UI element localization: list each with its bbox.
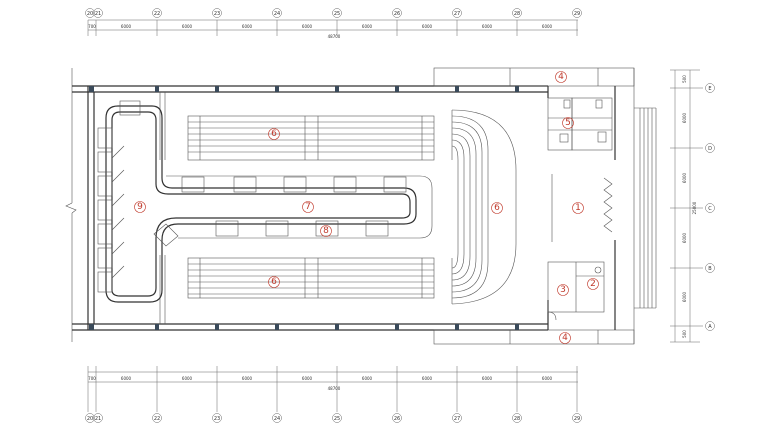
- dim-value: 6000: [121, 24, 132, 29]
- top-axis-circles: 20 21 22 23 24 25 26 27 28 29: [85, 8, 582, 18]
- bottom-dimension-values: 700 6000 6000 6000 6000 6000 6000 6000 6…: [88, 376, 552, 391]
- zone-2-label: 2: [590, 279, 596, 289]
- dim-value: 6000: [302, 24, 313, 29]
- right-axis-label: E: [708, 86, 711, 92]
- dim-value: 6000: [182, 24, 193, 29]
- zone-3-label: 3: [560, 285, 566, 295]
- dim-total: 48700: [328, 386, 341, 391]
- seating-bottom: [187, 257, 435, 299]
- top-axis-label: 21: [95, 11, 101, 17]
- dim-value: 6000: [422, 24, 433, 29]
- top-axis-label: 29: [574, 11, 580, 17]
- dim-value: 6000: [542, 376, 553, 381]
- top-dimension-values: 700 6000 6000 6000 6000 6000 6000 6000 6…: [88, 24, 552, 39]
- zone-7-label: 7: [305, 202, 311, 212]
- dim-value: 6000: [302, 376, 313, 381]
- top-axis-label: 27: [454, 11, 460, 17]
- dim-total: 48700: [328, 34, 341, 39]
- bottom-axis-label: 25: [334, 416, 340, 422]
- seating-curved: [451, 109, 517, 305]
- zone-4-bottom-label: 4: [562, 333, 568, 343]
- dim-value: 6000: [542, 24, 553, 29]
- bottom-axis-label: 22: [154, 416, 160, 422]
- zone-6-top-label: 6: [271, 129, 277, 139]
- dim-value: 6000: [242, 376, 253, 381]
- dim-value: 500: [682, 330, 687, 338]
- dim-value: 6000: [482, 24, 493, 29]
- zone-8-label: 8: [323, 226, 329, 236]
- dim-value: 6000: [682, 172, 687, 183]
- bottom-axis-label: 28: [514, 416, 520, 422]
- dim-value: 6000: [482, 376, 493, 381]
- zone-6-right-label: 6: [494, 203, 500, 213]
- top-axis-label: 22: [154, 11, 160, 17]
- dim-total: 25000: [692, 201, 697, 214]
- service-rooms: [547, 97, 613, 321]
- dim-value: 700: [88, 376, 96, 381]
- bottom-axis-label: 21: [95, 416, 101, 422]
- right-dimension-lines: [670, 69, 703, 343]
- top-axis-label: 25: [334, 11, 340, 17]
- bottom-axis-label: 24: [274, 416, 280, 422]
- dim-value: 700: [88, 24, 96, 29]
- zone-9-label: 9: [137, 202, 143, 212]
- top-axis-label: 26: [394, 11, 400, 17]
- zone-6-bottom-label: 6: [271, 277, 277, 287]
- dim-value: 6000: [682, 291, 687, 302]
- bottom-axis-label: 20: [87, 416, 93, 422]
- zone-numbers: 1 2 3 4 4 5 6 6 6 7 8 9: [134, 71, 599, 344]
- dim-value: 500: [682, 75, 687, 83]
- bottom-axis-label: 26: [394, 416, 400, 422]
- bottom-axis-label: 29: [574, 416, 580, 422]
- building-outline: [65, 67, 657, 345]
- dim-value: 6000: [121, 376, 132, 381]
- zone-1-label: 1: [575, 203, 581, 213]
- dim-value: 6000: [422, 376, 433, 381]
- top-axis-label: 23: [214, 11, 220, 17]
- top-axis-label: 20: [87, 11, 93, 17]
- dim-value: 6000: [362, 376, 373, 381]
- seating-top: [187, 115, 435, 161]
- dim-value: 6000: [682, 232, 687, 243]
- bottom-axis-circles: 20 21 22 23 24 25 26 27 28 29: [85, 413, 582, 423]
- dim-value: 6000: [682, 112, 687, 123]
- zone-5-label: 5: [565, 118, 571, 128]
- top-axis-label: 24: [274, 11, 280, 17]
- right-axis-label: C: [708, 206, 712, 212]
- zone-4-top-label: 4: [558, 72, 564, 82]
- partitions: [159, 92, 166, 324]
- columns: [89, 86, 519, 330]
- right-axis-circles: E D C B A: [705, 83, 715, 331]
- display-cases: [97, 100, 407, 293]
- dim-value: 6000: [242, 24, 253, 29]
- bottom-dimension-lines: [87, 366, 578, 412]
- top-dimension-lines: [87, 19, 578, 36]
- top-axis-label: 28: [514, 11, 520, 17]
- right-axis-label: A: [708, 324, 712, 330]
- bottom-axis-label: 23: [214, 416, 220, 422]
- dim-value: 6000: [182, 376, 193, 381]
- circulation-path: [105, 105, 433, 303]
- right-axis-label: B: [708, 266, 712, 272]
- right-dimension-values: 500 6000 6000 6000 6000 500 25000: [682, 75, 697, 338]
- dim-value: 6000: [362, 24, 373, 29]
- bottom-axis-label: 27: [454, 416, 460, 422]
- right-axis-label: D: [708, 146, 712, 152]
